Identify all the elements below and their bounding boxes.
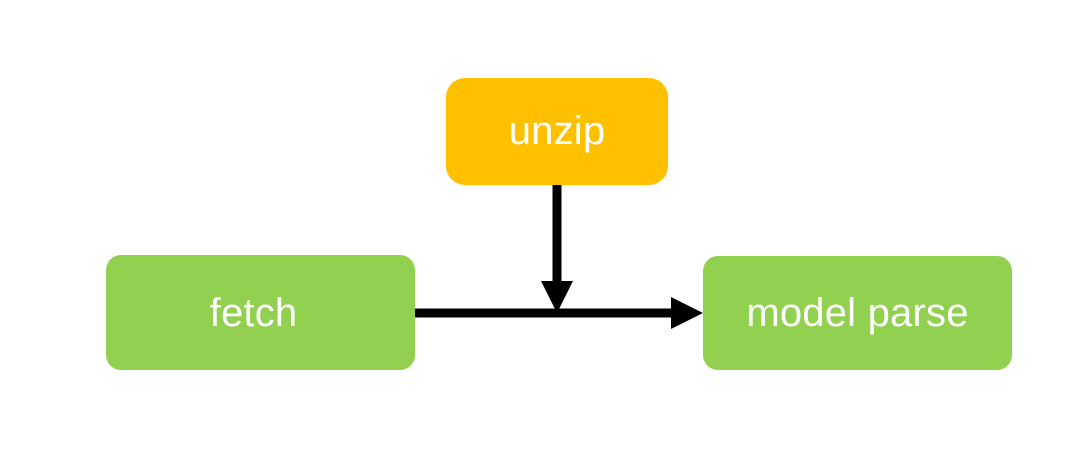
node-unzip-label: unzip bbox=[508, 108, 606, 153]
edge-fetch-to-model-parse-arrowhead bbox=[671, 297, 703, 329]
edge-fetch-to-model-parse bbox=[412, 297, 703, 329]
edge-unzip-to-pipeline bbox=[541, 185, 573, 313]
node-model-parse[interactable]: model parse bbox=[703, 256, 1012, 370]
node-unzip[interactable]: unzip bbox=[446, 78, 668, 185]
node-fetch[interactable]: fetch bbox=[106, 255, 415, 370]
edge-unzip-to-pipeline-arrowhead bbox=[541, 281, 573, 313]
node-fetch-label: fetch bbox=[209, 290, 298, 335]
node-model-parse-label: model parse bbox=[746, 291, 969, 335]
